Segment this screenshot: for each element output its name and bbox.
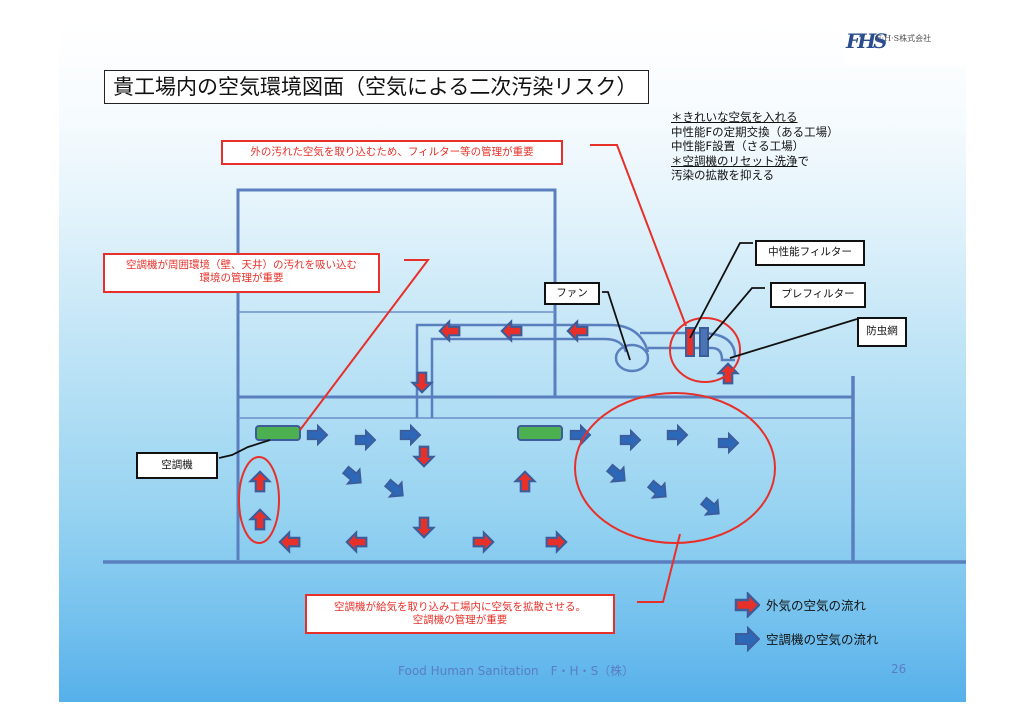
slide-background (59, 22, 966, 702)
improvement-notes: ＊きれいな空気を入れる 中性能Fの定期交換（ある工場） 中性能F設置（さる工場）… (671, 110, 839, 183)
label-medium-filter: 中性能フィルター (755, 240, 865, 266)
company-logo: FHS F·H·S株式会社 (844, 25, 966, 65)
ac-arrow-4 (338, 461, 368, 491)
fan (614, 343, 650, 373)
leader-fan (602, 291, 631, 361)
ac-arrow-7 (619, 429, 642, 451)
room-arrow-down-1 (413, 445, 435, 468)
ac-arrow-10 (602, 459, 632, 489)
highlight-intake (669, 317, 741, 383)
room-arrow-up-3 (514, 470, 536, 493)
ac-arrow-12 (696, 492, 726, 522)
note-suppress-spread: 汚染の拡散を抑える (671, 168, 775, 182)
slide-title: 貴工場内の空気環境図面（空気による二次汚染リスク） (104, 70, 649, 104)
note-ac-cleaning-suffix: で (797, 153, 810, 168)
page-number: 26 (891, 662, 907, 676)
callout-outside-air: 外の汚れた空気を取り込むため、フィルター等の管理が重要 (221, 140, 563, 165)
ac-unit-left (255, 425, 301, 441)
blue-arrow-icon (735, 626, 760, 652)
callout-surroundings: 空調機が周囲環境（壁、天井）の汚れを吸い込む 環境の管理が重要 (103, 253, 380, 293)
medium-filter (685, 327, 695, 357)
label-pre-filter: プレフィルター (770, 282, 866, 308)
note-filter-replacement: 中性能Fの定期交換（ある工場） (671, 124, 839, 139)
note-filter-install: 中性能F設置（さる工場） (671, 139, 805, 153)
note-ac-cleaning-text: ＊空調機のリセット洗浄 (671, 153, 798, 168)
logo-company-name: F·H·S株式会社 (876, 34, 932, 43)
ac-arrow-3 (399, 424, 422, 446)
duct-arrow-down (411, 371, 433, 394)
room-arrow-right-2 (545, 531, 568, 553)
duct-intake-bottom (648, 346, 735, 362)
ac-arrow-1 (306, 424, 329, 446)
ac-arrow-11 (643, 475, 673, 505)
label-insect-screen: 防虫網 (857, 317, 907, 347)
footer-text: Food Human Sanitation F・H・S（株） (398, 664, 635, 678)
callout-diffusion-line2: 空調機の管理が重要 (412, 614, 508, 626)
callout-surroundings-line1: 空調機が周囲環境（壁、天井）の汚れを吸い込む (126, 259, 357, 271)
ac-arrow-8 (666, 424, 689, 446)
legend-label-outside-air: 外気の空気の流れ (766, 598, 867, 613)
callout-surroundings-line2: 環境の管理が重要 (199, 272, 284, 284)
room-arrow-up-2 (249, 508, 271, 531)
leader-pre-filter (707, 287, 765, 341)
logo-mark: FHS (846, 29, 888, 53)
highlight-ac-inlet (238, 456, 280, 544)
label-ac-unit: 空調機 (136, 452, 218, 479)
leader-surroundings (299, 259, 431, 431)
label-fan: ファン (544, 282, 600, 305)
note-ac-cleaning: ＊空調機のリセット洗浄で (671, 154, 839, 169)
ac-arrow-2 (354, 429, 377, 451)
callout-diffusion-line1: 空調機が給気を取り込み工場内に空気を拡散させる。 (334, 601, 586, 613)
leader-ac-unit (218, 439, 271, 459)
leader-insect-screen (729, 318, 858, 359)
legend-label-ac-air: 空調機の空気の流れ (766, 632, 879, 647)
leader-outside-air (590, 144, 687, 327)
ac-arrow-5 (380, 474, 410, 504)
duct-outer (415, 323, 650, 418)
leader-medium-filter (689, 242, 753, 339)
red-arrow-icon (734, 592, 760, 618)
room-arrow-right-1 (472, 531, 495, 553)
note-clean-air: ＊きれいな空気を入れる (671, 110, 798, 124)
pre-filter (699, 327, 709, 357)
room-arrow-left-2 (345, 531, 368, 553)
callout-outside-air-text: 外の汚れた空気を取り込むため、フィルター等の管理が重要 (250, 146, 534, 158)
ac-unit-right (517, 425, 563, 441)
ac-arrow-9 (717, 432, 740, 454)
callout-diffusion: 空調機が給気を取り込み工場内に空気を拡散させる。 空調機の管理が重要 (305, 594, 615, 634)
room-arrow-left-1 (278, 531, 301, 553)
room-arrow-up-1 (249, 470, 271, 493)
highlight-diffusion (574, 392, 776, 544)
duct-inner (430, 337, 628, 418)
room-arrow-down-2 (413, 516, 435, 539)
upper-room-wall (236, 188, 557, 560)
leader-diffusion (637, 533, 681, 603)
